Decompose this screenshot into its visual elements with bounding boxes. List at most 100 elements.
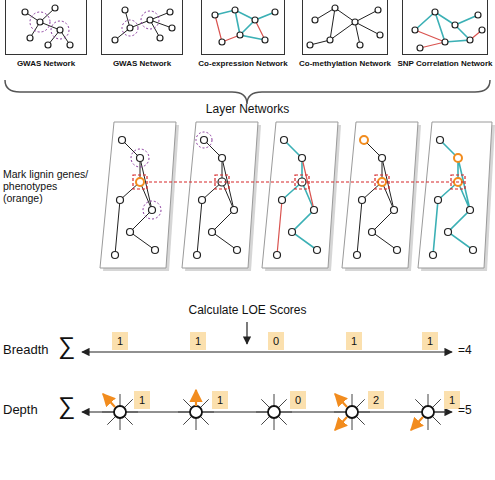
network-frame	[402, 0, 488, 55]
score-box: 1	[112, 332, 128, 350]
network-edges	[215, 10, 275, 40]
network-frame	[201, 0, 285, 55]
section-heading: Layer Networks	[190, 103, 305, 117]
network-node	[201, 137, 208, 144]
cluster-ring	[122, 20, 138, 36]
score-box: 1	[444, 391, 460, 409]
network-frame	[101, 0, 183, 55]
network-node	[437, 137, 444, 144]
network-node	[377, 32, 383, 38]
network-node	[357, 42, 363, 48]
cluster-ring	[30, 12, 50, 32]
network-node	[194, 252, 201, 259]
network-name: SNP Correlation Network	[392, 59, 495, 69]
network-node	[442, 39, 448, 45]
layer-plane	[100, 122, 179, 271]
network-edges	[115, 140, 155, 255]
cluster-ring	[196, 132, 212, 148]
network-node	[209, 229, 216, 236]
network-name: GWAS Network	[0, 59, 97, 69]
score-box: 0	[268, 332, 284, 350]
layer-plane	[262, 122, 341, 271]
network-edges	[433, 140, 473, 255]
score-name: Breadth	[3, 343, 59, 358]
network-node	[307, 42, 313, 48]
network-node	[149, 207, 156, 214]
score-value: 1	[139, 394, 145, 406]
network-node	[112, 37, 118, 43]
plane-sheet	[262, 122, 338, 268]
score-value: 1	[427, 335, 433, 347]
network-node	[359, 197, 366, 204]
network-panel: Co-expression Network	[201, 0, 285, 80]
network-node	[432, 9, 438, 15]
node-star	[410, 394, 446, 430]
network-node	[445, 229, 452, 236]
network-node	[67, 42, 73, 48]
network-node	[314, 247, 321, 254]
network-edges	[25, 8, 70, 45]
network-node	[112, 252, 119, 259]
score-value: 1	[217, 394, 223, 406]
network-node	[417, 45, 423, 51]
score-box: 0	[290, 391, 306, 409]
network-node	[311, 207, 318, 214]
network-frame	[302, 0, 388, 55]
node-star	[256, 394, 292, 430]
network-node	[412, 27, 418, 33]
network-edges	[415, 12, 478, 42]
cluster-ring	[143, 201, 161, 219]
network-node	[169, 25, 175, 31]
network-frame	[5, 0, 87, 55]
network-panel: SNP Correlation Network	[402, 0, 488, 80]
down-arrow	[246, 322, 247, 344]
network-panel: GWAS Network	[101, 0, 183, 80]
network-node	[234, 247, 241, 254]
layer-plane	[182, 122, 261, 271]
network-node	[467, 207, 474, 214]
network-name: GWAS Network	[91, 59, 193, 69]
cluster-ring	[51, 21, 69, 39]
network-node	[312, 17, 318, 23]
network-node	[37, 19, 43, 25]
network-node	[167, 9, 173, 15]
sum-symbol: ∑	[58, 392, 82, 420]
marked-gene-box	[133, 175, 465, 189]
network-node	[391, 207, 398, 214]
network-node	[232, 7, 238, 13]
score-box: 1	[134, 391, 150, 409]
score-value: 1	[449, 394, 455, 406]
network-panel: Co-methylation Network	[302, 0, 388, 80]
plane-sheet	[342, 122, 418, 268]
network-node	[122, 7, 128, 13]
network-node	[231, 207, 238, 214]
network-edges	[357, 140, 397, 255]
network-node	[45, 42, 51, 48]
step-heading: Calculate LOE Scores	[165, 304, 330, 318]
layer-plane	[342, 122, 421, 271]
network-node	[327, 37, 333, 43]
lignin-link-arrow	[103, 394, 115, 407]
network-node	[272, 9, 278, 15]
network-name: Co-expression Network	[191, 59, 295, 69]
score-value: 0	[295, 394, 301, 406]
network-node	[27, 35, 33, 41]
network-node	[279, 197, 286, 204]
score-box: 1	[422, 332, 438, 350]
cluster-ring	[141, 11, 159, 29]
network-edges	[115, 10, 172, 40]
score-name: Depth	[3, 403, 59, 418]
curly-brace	[5, 80, 490, 104]
network-node	[430, 252, 437, 259]
network-node	[452, 22, 458, 28]
score-value: 0	[273, 335, 279, 347]
network-node	[57, 27, 63, 33]
network-node	[369, 229, 376, 236]
step-note: Mark lignin genes/ phenotypes (orange)	[3, 168, 99, 204]
network-node	[274, 252, 281, 259]
breadth-axis	[82, 351, 452, 352]
network-edges	[277, 158, 314, 255]
network-node	[52, 5, 58, 11]
network-node	[212, 12, 218, 18]
network-node	[467, 37, 473, 43]
